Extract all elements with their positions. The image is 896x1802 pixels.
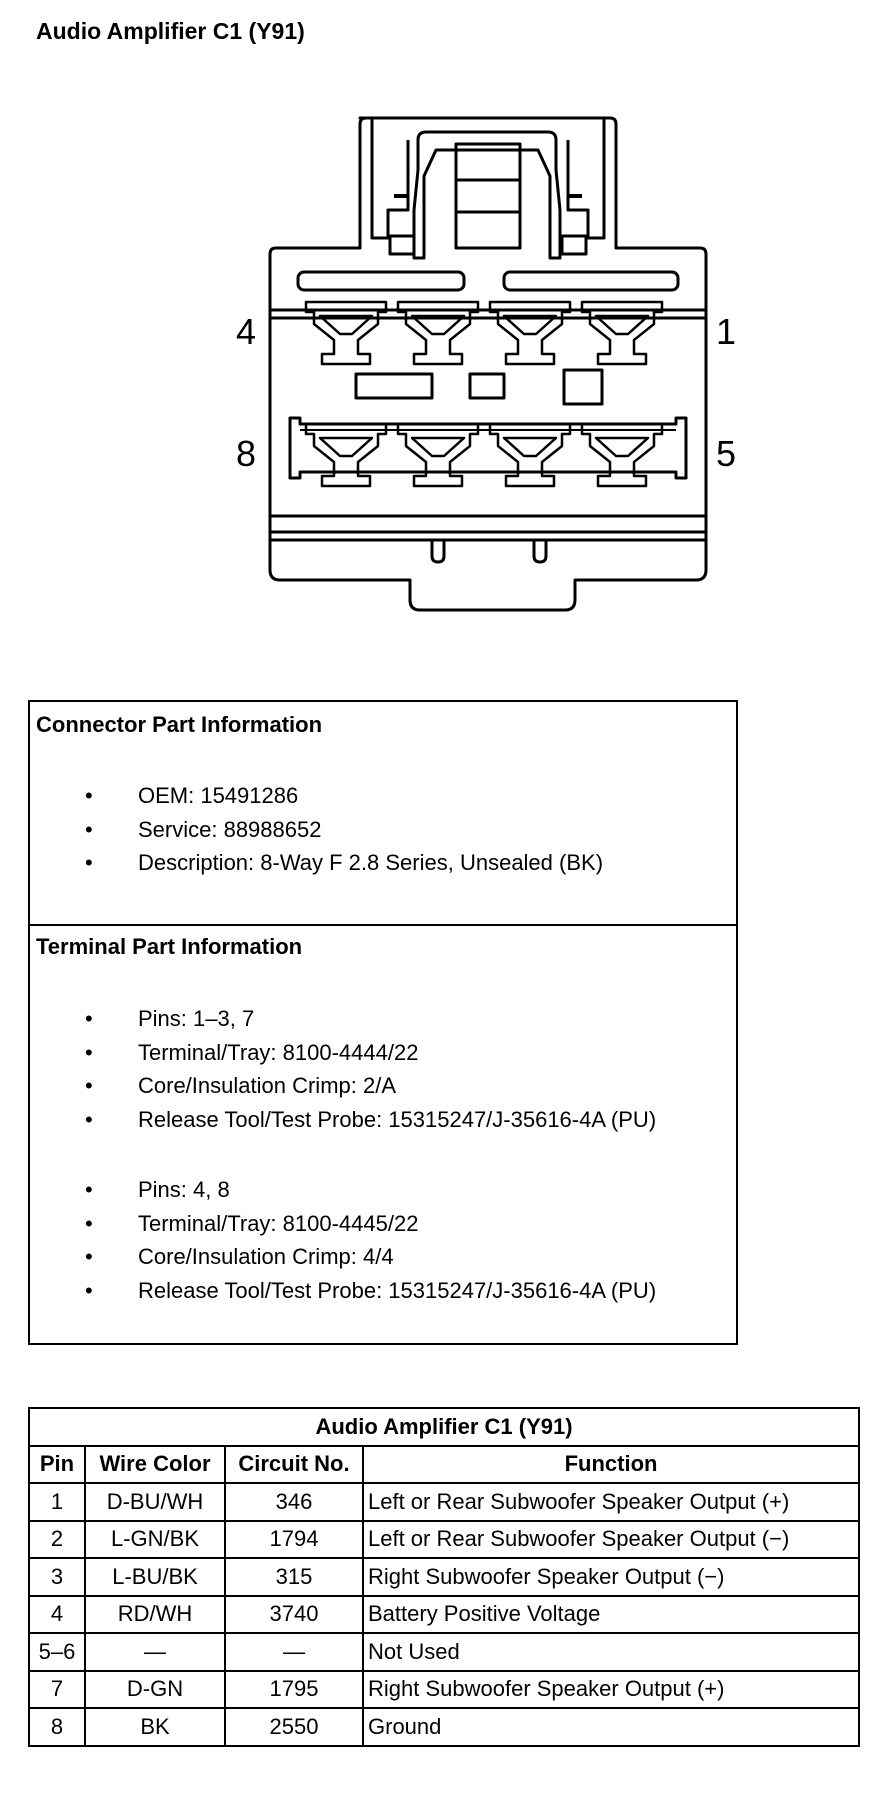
cell-pin: 4 <box>28 1594 86 1634</box>
list-item: Pins: 1–3, 7 <box>30 1002 656 1036</box>
list-item: Core/Insulation Crimp: 2/A <box>30 1069 656 1103</box>
table-caption-row: Audio Amplifier C1 (Y91) <box>27 1407 861 1447</box>
table-row: 5–6 — — Not Used <box>28 1632 861 1672</box>
part-info-box: Connector Part Information OEM: 15491286… <box>28 700 738 1345</box>
key-slot-square-1 <box>468 372 506 400</box>
list-item: Terminal/Tray: 8100-4444/22 <box>30 1036 656 1070</box>
cell-circuit-no: — <box>224 1632 364 1672</box>
cell-wire-color: — <box>84 1632 226 1672</box>
terminal-cavity <box>304 300 388 366</box>
column-header-pin: Pin <box>28 1444 86 1484</box>
pin-assignment-table: Audio Amplifier C1 (Y91) Pin Wire Color … <box>27 1407 861 1747</box>
column-header-function: Function <box>361 1444 861 1484</box>
terminal-cavity <box>488 300 572 366</box>
terminal-cavity <box>580 300 664 366</box>
terminal-info-group-2: Pins: 4, 8 Terminal/Tray: 8100-4445/22 C… <box>30 1173 656 1307</box>
terminal-cavities <box>304 300 664 488</box>
terminal-info-group-1: Pins: 1–3, 7 Terminal/Tray: 8100-4444/22… <box>30 1002 656 1136</box>
cell-pin: 1 <box>28 1482 86 1522</box>
connector-info-list: OEM: 15491286 Service: 88988652 Descript… <box>30 779 603 880</box>
cell-circuit-no: 315 <box>224 1557 364 1597</box>
terminal-part-info: Terminal Part Information Pins: 1–3, 7 T… <box>30 924 736 1343</box>
cell-pin: 2 <box>28 1519 86 1559</box>
table-row: 1 D-BU/WH 346 Left or Rear Subwoofer Spe… <box>28 1482 861 1522</box>
terminal-cavity <box>396 300 480 366</box>
cell-pin: 5–6 <box>28 1632 86 1672</box>
table-row: 3 L-BU/BK 315 Right Subwoofer Speaker Ou… <box>28 1557 861 1597</box>
connector-part-info: Connector Part Information OEM: 15491286… <box>30 702 736 926</box>
latch-block-right <box>560 234 588 256</box>
cell-wire-color: BK <box>84 1707 226 1747</box>
top-slot-left <box>296 270 466 292</box>
pin-label-5: 5 <box>716 433 736 474</box>
terminal-cavity-inner <box>502 436 558 458</box>
terminal-cavity <box>580 422 664 488</box>
terminal-cavity <box>396 422 480 488</box>
latch-tab <box>454 142 522 250</box>
key-slot-wide <box>354 372 434 400</box>
column-header-wire-color: Wire Color <box>84 1444 226 1484</box>
cell-wire-color: L-BU/BK <box>84 1557 226 1597</box>
cell-pin: 8 <box>28 1707 86 1747</box>
connector-housing-outline <box>268 116 708 612</box>
cell-pin: 3 <box>28 1557 86 1597</box>
cell-wire-color: L-GN/BK <box>84 1519 226 1559</box>
cell-circuit-no: 1795 <box>224 1669 364 1709</box>
terminal-cavity-inner <box>410 314 466 336</box>
cell-function: Right Subwoofer Speaker Output (−) <box>361 1557 861 1597</box>
terminal-cavity <box>304 422 388 488</box>
page-title: Audio Amplifier C1 (Y91) <box>36 18 305 44</box>
latch-block-left <box>388 234 416 256</box>
center-latch <box>412 130 562 260</box>
column-header-circuit-no: Circuit No. <box>224 1444 364 1484</box>
list-item: Core/Insulation Crimp: 4/4 <box>30 1240 656 1274</box>
terminal-cavity-inner <box>318 314 374 336</box>
list-item: Pins: 4, 8 <box>30 1173 656 1207</box>
table-row: 7 D-GN 1795 Right Subwoofer Speaker Outp… <box>28 1669 861 1709</box>
pin-label-8: 8 <box>236 433 256 474</box>
cell-function: Not Used <box>361 1632 861 1672</box>
table-header-row: Pin Wire Color Circuit No. Function <box>28 1444 861 1484</box>
table-row: 4 RD/WH 3740 Battery Positive Voltage <box>28 1594 861 1634</box>
cell-wire-color: RD/WH <box>84 1594 226 1634</box>
cell-circuit-no: 346 <box>224 1482 364 1522</box>
cell-wire-color: D-BU/WH <box>84 1482 226 1522</box>
key-slot-square-2 <box>562 368 604 406</box>
terminal-cavity-inner <box>594 436 650 458</box>
latch-right <box>566 118 606 240</box>
terminal-cavity-inner <box>318 436 374 458</box>
list-item: Description: 8-Way F 2.8 Series, Unseale… <box>30 846 603 880</box>
terminal-cavity-inner <box>410 436 466 458</box>
list-item: Service: 88988652 <box>30 813 603 847</box>
list-item: Terminal/Tray: 8100-4445/22 <box>30 1207 656 1241</box>
cell-circuit-no: 1794 <box>224 1519 364 1559</box>
pin-label-4: 4 <box>236 311 256 352</box>
connector-diagram: 4 1 8 5 <box>236 116 736 612</box>
bottom-cavity-frame <box>288 416 688 480</box>
terminal-cavity <box>488 422 572 488</box>
list-item: Release Tool/Test Probe: 15315247/J-3561… <box>30 1103 656 1137</box>
cell-function: Left or Rear Subwoofer Speaker Output (+… <box>361 1482 861 1522</box>
cell-pin: 7 <box>28 1669 86 1709</box>
cell-function: Battery Positive Voltage <box>361 1594 861 1634</box>
list-item: Release Tool/Test Probe: 15315247/J-3561… <box>30 1274 656 1308</box>
table-caption: Audio Amplifier C1 (Y91) <box>27 1407 861 1447</box>
cell-function: Right Subwoofer Speaker Output (+) <box>361 1669 861 1709</box>
pin-label-1: 1 <box>716 311 736 352</box>
table-row: 2 L-GN/BK 1794 Left or Rear Subwoofer Sp… <box>28 1519 861 1559</box>
top-slot-right <box>502 270 680 292</box>
table-row: 8 BK 2550 Ground <box>28 1707 861 1747</box>
cell-function: Ground <box>361 1707 861 1747</box>
latch-left <box>370 118 410 240</box>
cell-circuit-no: 3740 <box>224 1594 364 1634</box>
terminal-cavity-inner <box>594 314 650 336</box>
connector-info-title: Connector Part Information <box>36 712 323 737</box>
terminal-cavity-inner <box>502 314 558 336</box>
cell-wire-color: D-GN <box>84 1669 226 1709</box>
terminal-info-title: Terminal Part Information <box>36 934 303 959</box>
list-item: OEM: 15491286 <box>30 779 603 813</box>
cell-circuit-no: 2550 <box>224 1707 364 1747</box>
cell-function: Left or Rear Subwoofer Speaker Output (−… <box>361 1519 861 1559</box>
